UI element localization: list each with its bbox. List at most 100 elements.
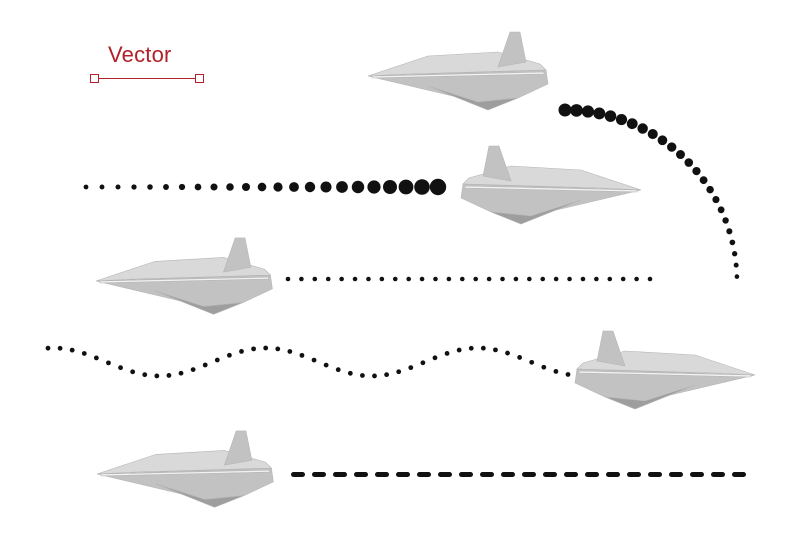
plane-crease — [464, 185, 638, 193]
trail-dash — [627, 472, 641, 477]
trail-dot — [567, 276, 572, 282]
trail-group — [45, 103, 746, 477]
trail-dot — [634, 276, 639, 282]
trail-dot — [429, 178, 447, 196]
trail-dot — [99, 184, 105, 190]
trail-dot — [210, 183, 218, 191]
plane-tail-fin — [482, 145, 512, 182]
trail-dot — [480, 345, 486, 351]
trail-dot — [667, 142, 677, 152]
trail-dot — [529, 359, 535, 365]
trail-dot — [604, 110, 617, 122]
trail-dot — [311, 357, 317, 363]
trail-dot — [118, 365, 123, 371]
trail-dot — [335, 367, 341, 373]
trail-dot — [241, 182, 251, 192]
trail-dot — [115, 184, 121, 190]
trail-dot — [289, 182, 299, 192]
trail-dot — [69, 347, 75, 353]
trail-dash — [585, 472, 599, 477]
plane-crease — [99, 276, 269, 284]
trail-dot — [360, 373, 365, 378]
trail-dot — [299, 276, 304, 282]
trail-dot — [444, 351, 450, 356]
vector-handle-right-anchor — [195, 74, 204, 83]
trail-dot — [620, 276, 626, 282]
trail-dot — [214, 357, 220, 363]
trail-dot — [320, 181, 332, 193]
trail-dot — [383, 180, 397, 194]
trail-dash — [375, 472, 389, 477]
trail-dot — [339, 276, 344, 282]
trail-dot — [456, 347, 462, 353]
trail-dot — [419, 276, 425, 282]
plane-crease — [578, 370, 752, 378]
trail-dot — [731, 251, 738, 257]
trail-dash — [312, 472, 326, 477]
growing-dotted-trail — [83, 178, 447, 196]
trail-dot — [257, 182, 267, 192]
trail-dot — [273, 182, 283, 192]
trail-dot — [275, 346, 281, 352]
plane-tail-fin — [223, 430, 253, 466]
trail-dot — [676, 150, 685, 160]
trail-dot — [384, 372, 390, 378]
trail-dot — [505, 350, 510, 356]
trail-dash — [291, 472, 305, 477]
plane-keel — [604, 384, 696, 410]
trail-dot — [593, 107, 606, 120]
trail-dot — [325, 276, 331, 282]
trail-dot — [517, 355, 523, 360]
plane-group — [95, 31, 756, 508]
vector-handle-line — [96, 78, 200, 79]
trail-dash — [711, 472, 725, 477]
trail-dot — [93, 355, 99, 361]
trail-dot — [500, 276, 505, 282]
trail-dash — [333, 472, 347, 477]
trail-dot — [553, 369, 559, 374]
trail-dot — [706, 185, 714, 194]
trail-dot — [81, 351, 87, 356]
plane-top-right-heading-left — [367, 31, 549, 111]
trail-dot — [202, 362, 208, 368]
trail-dot — [565, 372, 571, 377]
trail-dot — [396, 369, 402, 375]
trail-dot — [406, 276, 411, 282]
vector-handle-left-anchor — [90, 74, 99, 83]
trail-dot — [717, 206, 725, 214]
trail-dot — [513, 276, 519, 282]
plane-tail-fin — [222, 237, 252, 273]
trail-dot — [239, 349, 244, 354]
trail-dash — [522, 472, 536, 477]
trail-dot — [194, 183, 202, 191]
trail-dot — [372, 373, 377, 379]
trail-dot — [414, 179, 430, 195]
trail-dot — [527, 276, 532, 282]
trail-dot — [166, 373, 172, 378]
trail-dot — [433, 276, 438, 282]
trail-dot — [420, 360, 426, 366]
trail-dash — [417, 472, 431, 477]
plane-third-row-heading-left — [95, 237, 273, 315]
trail-dash — [501, 472, 515, 477]
trail-dot — [154, 373, 160, 379]
trail-dot — [106, 360, 111, 366]
trail-dot — [647, 129, 658, 140]
trail-dot — [729, 239, 736, 246]
trail-dash — [354, 472, 368, 477]
trail-dot — [367, 180, 381, 194]
trail-dot — [647, 276, 653, 282]
trail-dot — [408, 365, 414, 371]
trail-dot — [446, 276, 452, 282]
trail-dot — [379, 276, 385, 282]
trail-dot — [734, 274, 740, 279]
trail-dot — [692, 166, 701, 176]
trail-dash — [564, 472, 578, 477]
trail-dot — [45, 345, 51, 351]
trail-dot — [251, 346, 256, 352]
trail-dot — [581, 105, 595, 118]
trail-dot — [657, 135, 668, 146]
dashed-trail — [291, 472, 746, 477]
trail-dash — [396, 472, 410, 477]
